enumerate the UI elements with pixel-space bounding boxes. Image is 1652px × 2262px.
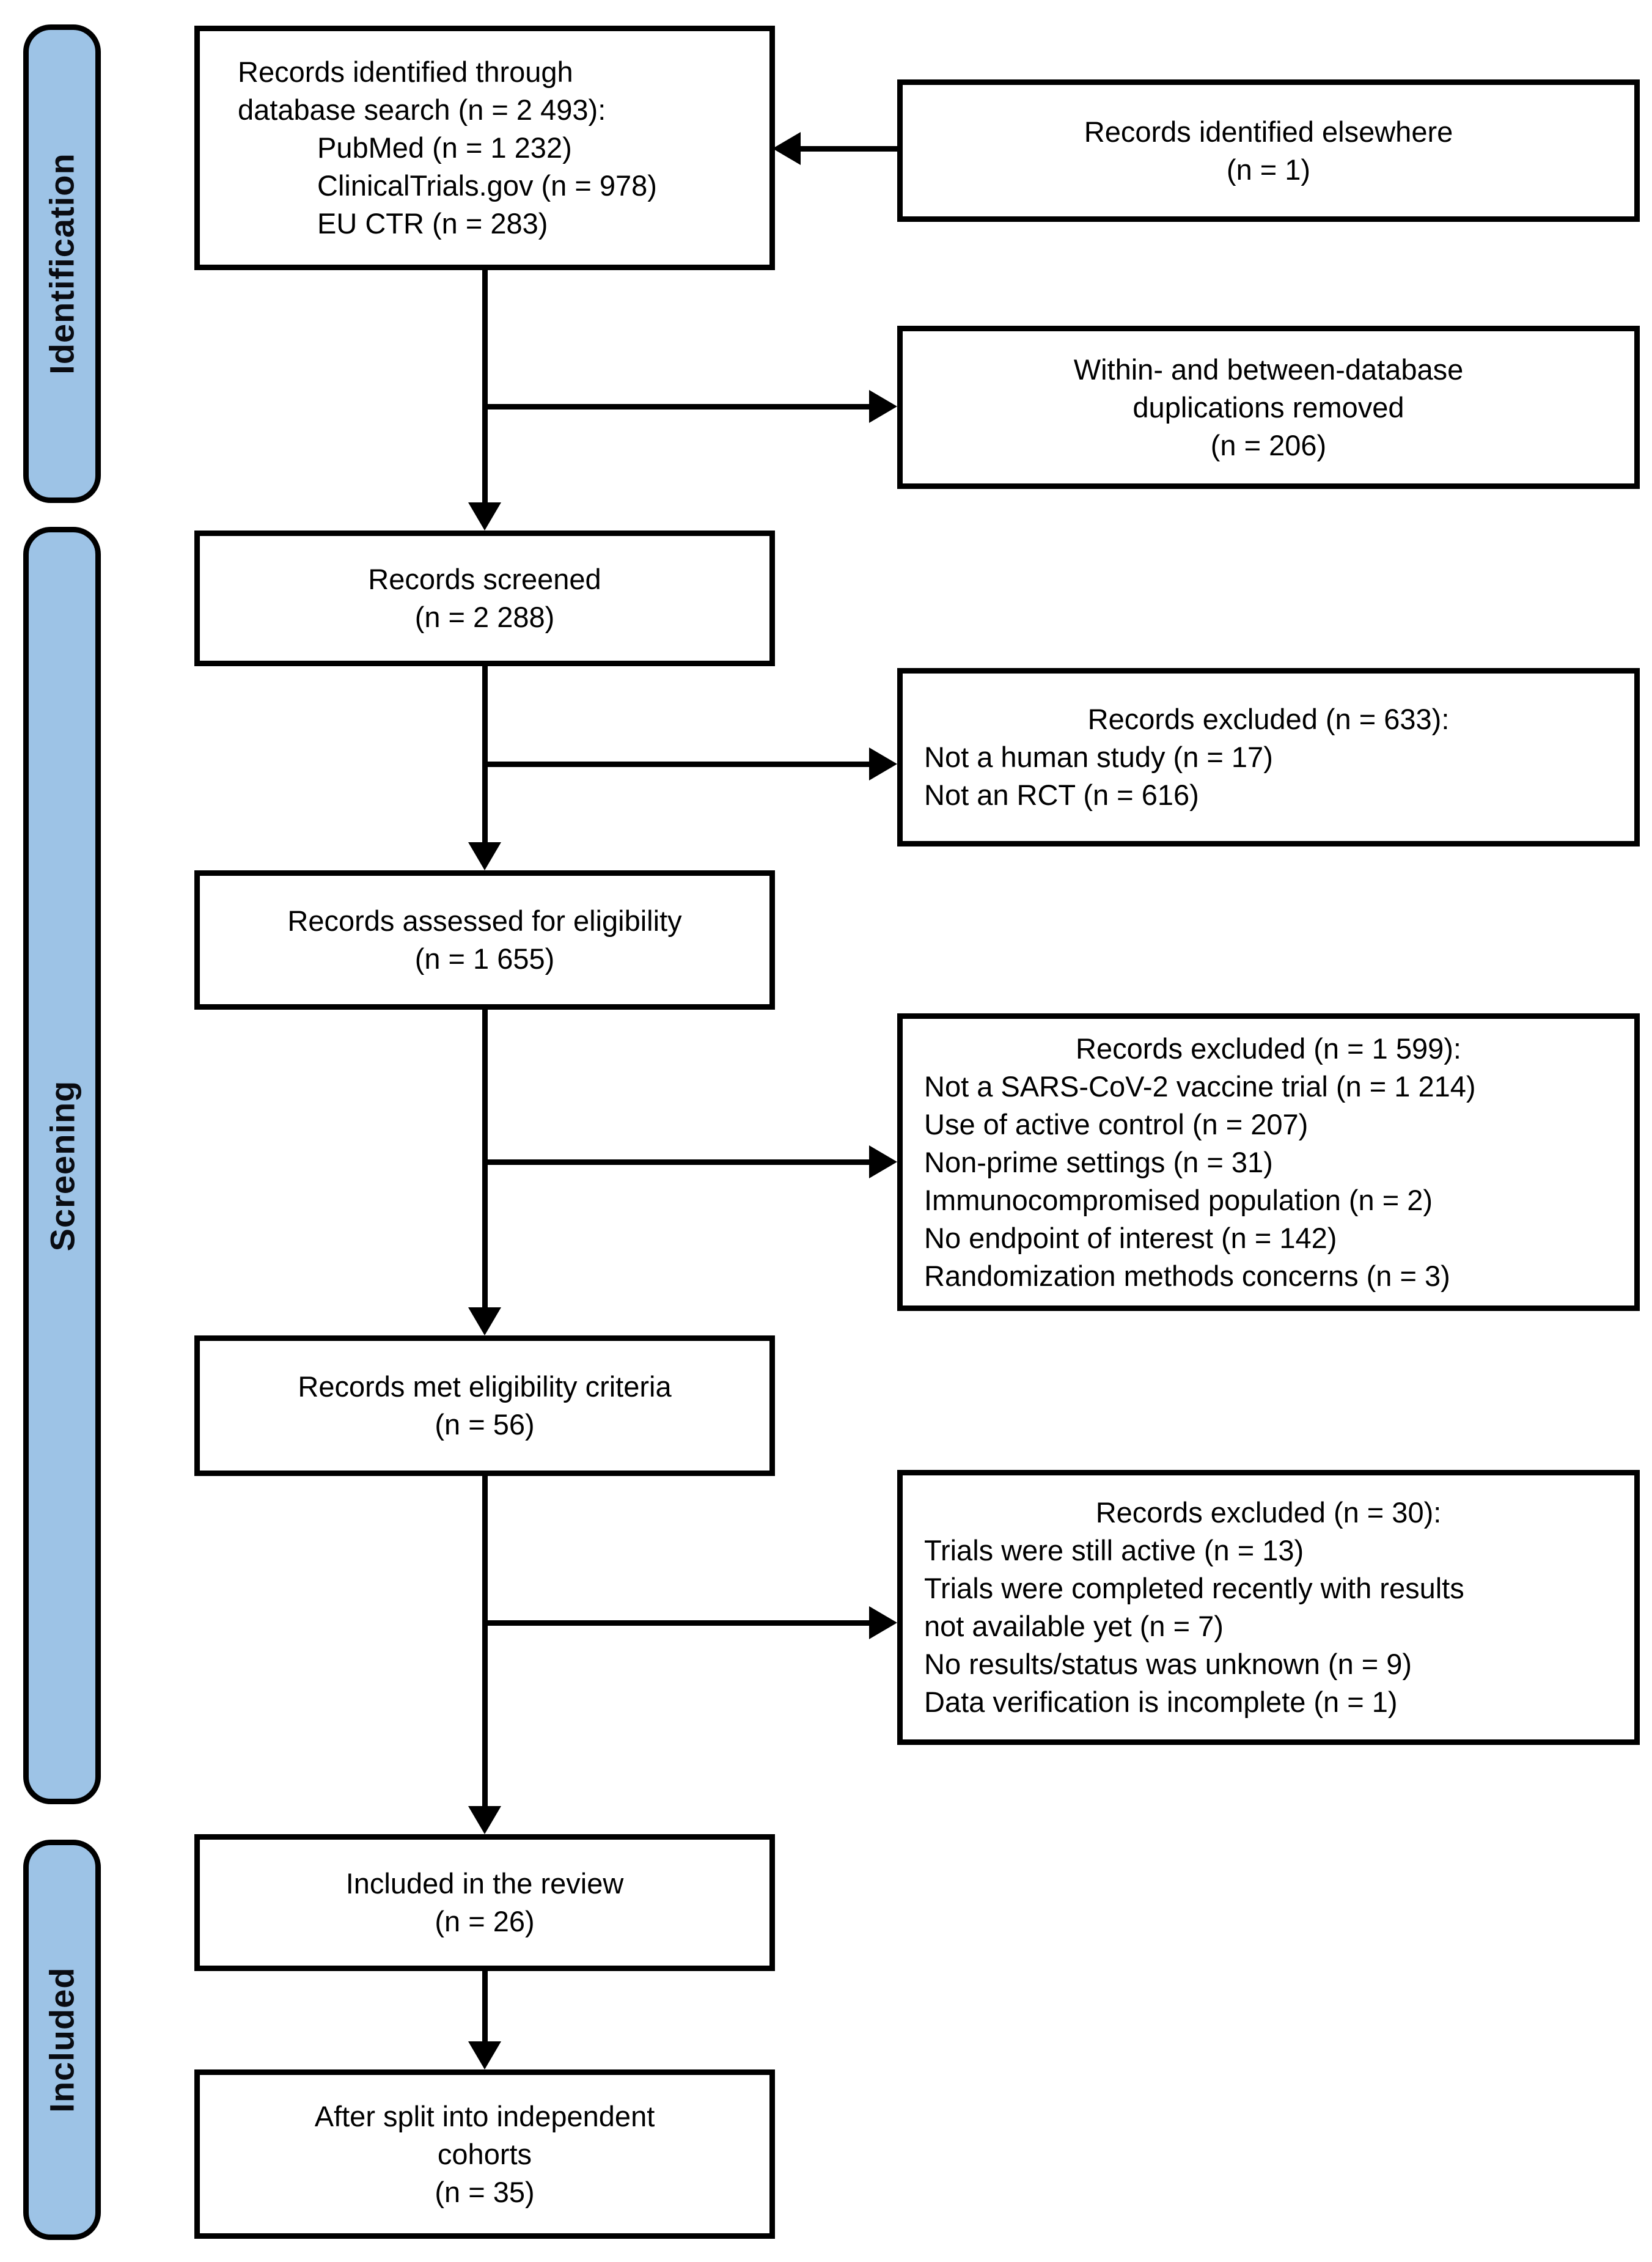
arrowhead-down-icon: [468, 842, 501, 870]
box-line: cohorts: [437, 2137, 532, 2170]
connector-branch4: [482, 1620, 870, 1626]
box-line: Non-prime settings (n = 31): [924, 1145, 1273, 1178]
box-line: duplications removed: [1133, 391, 1404, 424]
box-line: No endpoint of interest (n = 142): [924, 1221, 1337, 1254]
connector-branch3: [482, 1159, 870, 1165]
connector-stem1: [482, 270, 488, 504]
box-heading: Records excluded (n = 1 599):: [1076, 1032, 1461, 1065]
connector-stem3: [482, 1010, 488, 1309]
box-line: Records identified elsewhere: [1084, 115, 1453, 148]
box-line: Not an RCT (n = 616): [924, 779, 1199, 811]
arrowhead-down-icon: [468, 1806, 501, 1834]
box-records-screened: Records screened (n = 2 288): [194, 531, 775, 666]
box-line: Records identified through: [238, 56, 573, 88]
stage-label-screening: Screening: [43, 1080, 82, 1251]
arrowhead-right-icon: [869, 1145, 897, 1178]
arrowhead-down-icon: [468, 2041, 501, 2069]
box-line: Trials were completed recently with resu…: [924, 1572, 1464, 1604]
box-line: Records screened: [368, 563, 601, 595]
arrowhead-right-icon: [869, 390, 897, 423]
connector-elsewhere-line: [801, 146, 897, 152]
connector-branch2: [482, 762, 870, 767]
arrowhead-right-icon: [869, 747, 897, 780]
box-included-review: Included in the review (n = 26): [194, 1834, 775, 1971]
stage-label-identification: Identification: [43, 153, 82, 375]
box-line: EU CTR (n = 283): [317, 207, 548, 240]
box-line: No results/status was unknown (n = 9): [924, 1648, 1412, 1680]
box-line: Records assessed for eligibility: [287, 905, 682, 937]
box-excluded-eligibility: Records excluded (n = 1 599): Not a SARS…: [897, 1013, 1640, 1311]
box-line: PubMed (n = 1 232): [317, 131, 572, 164]
box-duplications-removed: Within- and between-database duplication…: [897, 326, 1640, 489]
box-met-eligibility: Records met eligibility criteria (n = 56…: [194, 1335, 775, 1476]
stage-bar-included: Included: [23, 1840, 101, 2240]
box-line: Not a human study (n = 17): [924, 741, 1273, 773]
box-line: Within- and between-database: [1073, 353, 1464, 386]
box-line: Use of active control (n = 207): [924, 1107, 1309, 1140]
box-line: After split into independent: [314, 2099, 655, 2132]
box-line: ClinicalTrials.gov (n = 978): [317, 169, 657, 202]
arrowhead-down-icon: [468, 502, 501, 531]
box-line: Data verification is incomplete (n = 1): [924, 1686, 1398, 1718]
stage-bar-screening: Screening: [23, 527, 101, 1804]
connector-stem4: [482, 1476, 488, 1807]
box-line: Not a SARS-CoV-2 vaccine trial (n = 1 21…: [924, 1070, 1476, 1103]
connector-stem5: [482, 1971, 488, 2043]
connector-stem2: [482, 666, 488, 843]
box-line: (n = 26): [435, 1905, 535, 1937]
box-split-cohorts: After split into independent cohorts (n …: [194, 2069, 775, 2239]
box-line: Records met eligibility criteria: [298, 1370, 672, 1403]
box-line: (n = 1 655): [414, 942, 555, 975]
box-excluded-final: Records excluded (n = 30): Trials were s…: [897, 1470, 1640, 1745]
box-records-identified: Records identified through database sear…: [194, 26, 775, 270]
arrowhead-right-icon: [869, 1606, 897, 1639]
box-line: (n = 35): [435, 2175, 535, 2208]
box-excluded-screening: Records excluded (n = 633): Not a human …: [897, 668, 1640, 846]
connector-branch1: [482, 404, 870, 409]
box-line: (n = 56): [435, 1408, 535, 1441]
arrowhead-left-icon: [773, 132, 801, 165]
stage-bar-identification: Identification: [23, 24, 101, 503]
box-line: Immunocompromised population (n = 2): [924, 1183, 1433, 1216]
box-line: Included in the review: [345, 1867, 624, 1900]
arrowhead-down-icon: [468, 1307, 501, 1335]
box-heading: Records excluded (n = 633):: [1087, 703, 1450, 735]
box-records-assessed: Records assessed for eligibility (n = 1 …: [194, 870, 775, 1010]
box-line: Randomization methods concerns (n = 3): [924, 1259, 1450, 1292]
box-line: database search (n = 2 493):: [238, 94, 606, 126]
stage-label-included: Included: [43, 1967, 82, 2113]
box-line: (n = 2 288): [414, 601, 555, 633]
box-heading: Records excluded (n = 30):: [1095, 1496, 1442, 1529]
box-line: (n = 206): [1210, 428, 1327, 461]
box-line: not available yet (n = 7): [924, 1610, 1224, 1642]
box-line: (n = 1): [1226, 153, 1311, 186]
box-line: Trials were still active (n = 13): [924, 1534, 1304, 1566]
box-records-elsewhere: Records identified elsewhere (n = 1): [897, 79, 1640, 222]
